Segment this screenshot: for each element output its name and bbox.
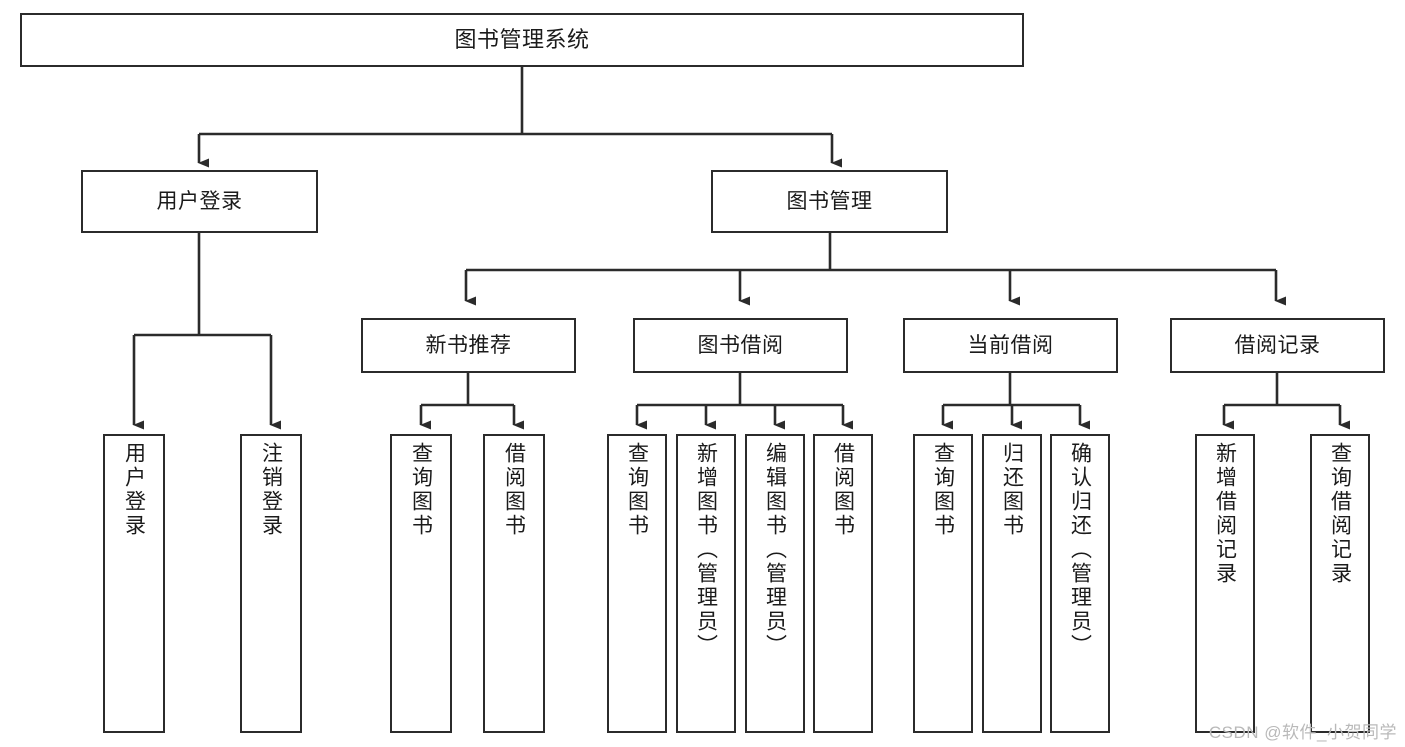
node-label: 借阅图书 [831,442,855,538]
node-label: 确认归还（管理员） [1068,442,1092,658]
node-new-book-recommend[interactable]: 新书推荐 [361,318,576,373]
node-label: 查询图书 [409,442,433,538]
node-label: 查询图书 [625,442,649,538]
node-leaf-edit-book-admin[interactable]: 编辑图书（管理员） [745,434,805,733]
node-label: 查询借阅记录 [1328,442,1352,586]
node-label: 新增借阅记录 [1213,442,1237,586]
node-label: 查询图书 [931,442,955,538]
node-leaf-return-book[interactable]: 归还图书 [982,434,1042,733]
node-leaf-add-book-admin[interactable]: 新增图书（管理员） [676,434,736,733]
node-leaf-borrow-book[interactable]: 借阅图书 [813,434,873,733]
node-label: 注销登录 [259,442,283,538]
watermark: CSDN @软件_小贺同学 [1208,723,1397,742]
node-leaf-query-book-borrow[interactable]: 查询图书 [607,434,667,733]
node-leaf-query-borrow-record[interactable]: 查询借阅记录 [1310,434,1370,733]
node-label: 编辑图书（管理员） [763,442,787,658]
node-label: 借阅记录 [1234,333,1321,357]
node-leaf-query-book-current[interactable]: 查询图书 [913,434,973,733]
node-label: 新书推荐 [425,333,512,357]
node-label: 图书管理 [786,189,873,213]
node-leaf-logout[interactable]: 注销登录 [240,434,302,733]
node-label: 借阅图书 [502,442,526,538]
node-leaf-user-login[interactable]: 用户登录 [103,434,165,733]
node-root-book-management-system[interactable]: 图书管理系统 [20,13,1024,67]
node-user-login[interactable]: 用户登录 [81,170,318,233]
node-borrow-records[interactable]: 借阅记录 [1170,318,1385,373]
node-book-management[interactable]: 图书管理 [711,170,948,233]
node-leaf-borrow-book-recommend[interactable]: 借阅图书 [483,434,545,733]
node-label: 用户登录 [122,442,146,538]
node-label: 图书管理系统 [454,26,590,52]
node-leaf-query-book-recommend[interactable]: 查询图书 [390,434,452,733]
node-leaf-add-borrow-record[interactable]: 新增借阅记录 [1195,434,1255,733]
node-current-borrow[interactable]: 当前借阅 [903,318,1118,373]
node-leaf-confirm-return-admin[interactable]: 确认归还（管理员） [1050,434,1110,733]
node-label: 用户登录 [156,189,243,213]
node-label: 新增图书（管理员） [694,442,718,658]
node-label: 归还图书 [1000,442,1024,538]
node-label: 当前借阅 [967,333,1054,357]
node-label: 图书借阅 [697,333,784,357]
node-book-borrow[interactable]: 图书借阅 [633,318,848,373]
